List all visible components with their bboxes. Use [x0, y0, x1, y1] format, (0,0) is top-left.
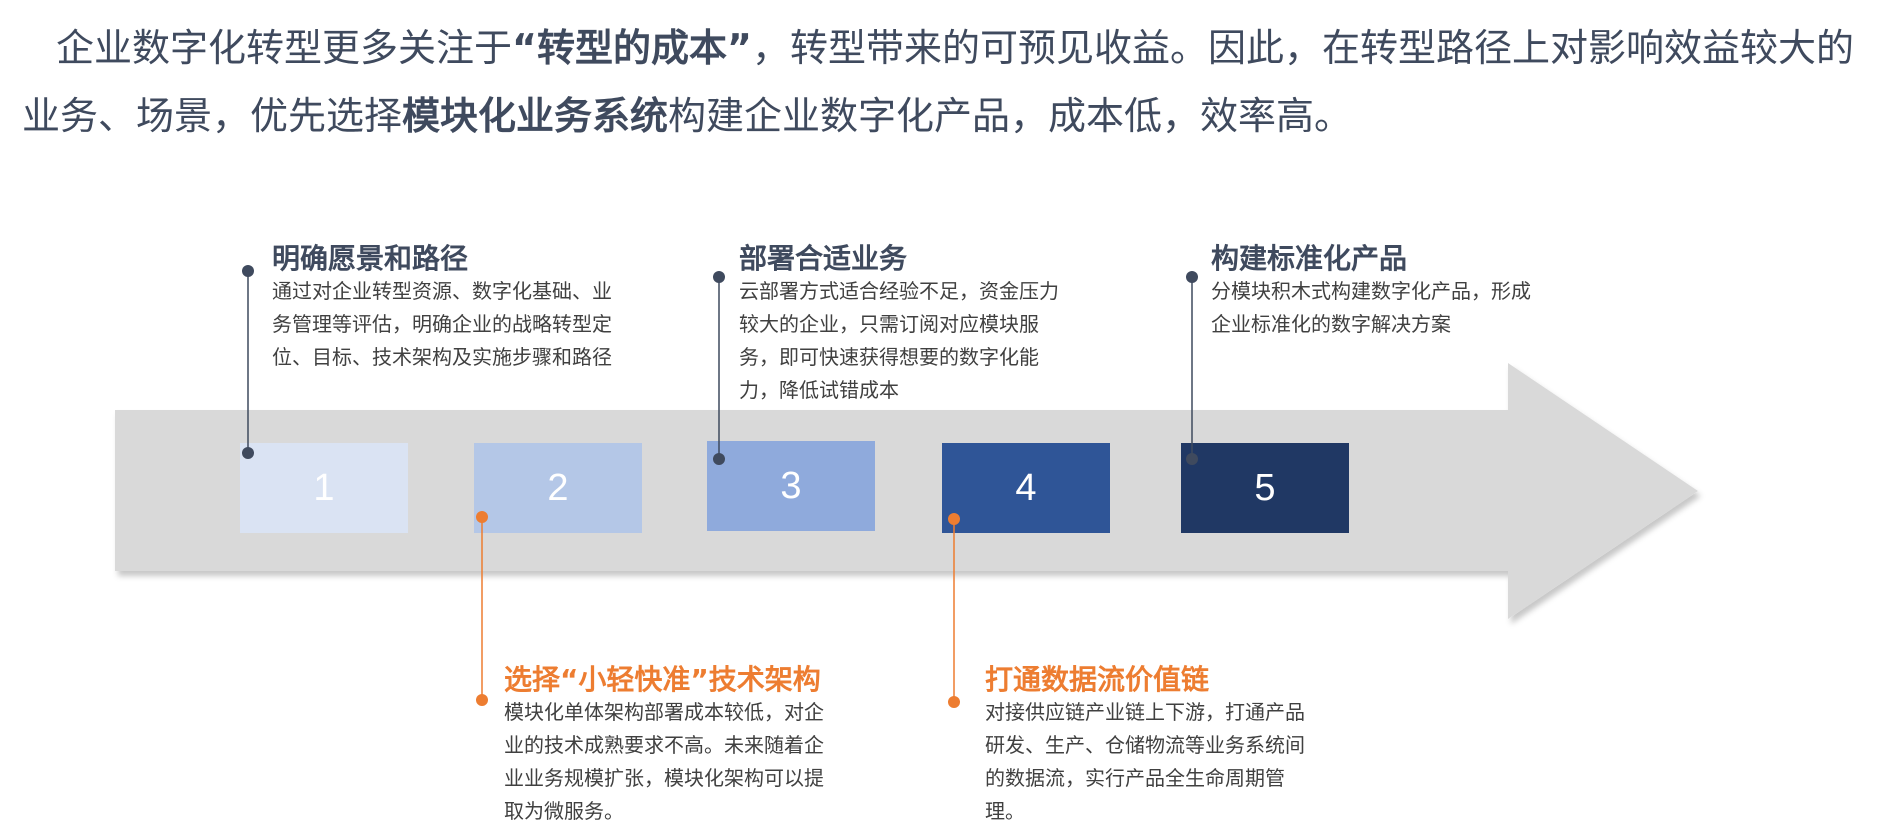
step-1-dot-top [242, 265, 254, 277]
step-5-box [1181, 443, 1349, 533]
step-5-dot-bottom [1186, 453, 1198, 465]
step-1-box [240, 443, 408, 533]
intro-text-2: ，转型带来的可预见收益。因此，在转型路径上对影响效益较大的业务、场景，优先选择 [22, 26, 1854, 138]
step-2-number: 2 [547, 466, 569, 509]
step-3-dot-top [713, 271, 725, 283]
step-2-description: 模块化单体架构部署成本较低，对企业的技术成熟要求不高。未来随着企业业务规模扩张，… [504, 700, 824, 823]
step-1-title: 明确愿景和路径 [272, 242, 469, 275]
step-3-box [707, 441, 875, 531]
intro-text-1: 企业数字化转型更多关注于 [56, 26, 513, 70]
step-5-number: 5 [1254, 466, 1276, 509]
step-4-description: 对接供应链产业链上下游，打通产品研发、生产、仓储物流等业务系统间的数据流，实行产… [985, 700, 1305, 823]
timeline-arrow [115, 363, 1698, 619]
intro-bold-1: “转型的成本” [512, 26, 752, 70]
step-2-dot-top [476, 511, 488, 523]
step-2-dot-bottom [476, 694, 488, 706]
step-5-description: 分模块积木式构建数字化产品，形成企业标准化的数字解决方案 [1211, 279, 1531, 336]
step-3-title: 部署合适业务 [739, 242, 908, 275]
step-2-box [474, 443, 642, 533]
step-4-dot-top [948, 513, 960, 525]
step-3-description: 云部署方式适合经验不足，资金压力较大的企业，只需订阅对应模块服务，即可快速获得想… [739, 279, 1059, 402]
step-4-dot-bottom [948, 696, 960, 708]
step-4-number: 4 [1015, 466, 1037, 509]
intro-text-3: 构建企业数字化产品，成本低，效率高。 [668, 94, 1353, 138]
step-4-title: 打通数据流价值链 [985, 663, 1210, 696]
step-5-title: 构建标准化产品 [1211, 242, 1408, 275]
step-2-title: 选择“小轻快准”技术架构 [504, 663, 821, 696]
step-1-number: 1 [313, 466, 335, 509]
step-1-dot-bottom [242, 447, 254, 459]
step-5-dot-top [1186, 271, 1198, 283]
intro-paragraph: 企业数字化转型更多关注于“转型的成本”，转型带来的可预见收益。因此，在转型路径上… [22, 14, 1872, 150]
intro-bold-2: 模块化业务系统 [402, 94, 669, 138]
step-1-description: 通过对企业转型资源、数字化基础、业务管理等评估，明确企业的战略转型定位、目标、技… [272, 279, 612, 369]
step-3-number: 3 [780, 464, 802, 507]
step-3-dot-bottom [713, 453, 725, 465]
step-4-box [942, 443, 1110, 533]
